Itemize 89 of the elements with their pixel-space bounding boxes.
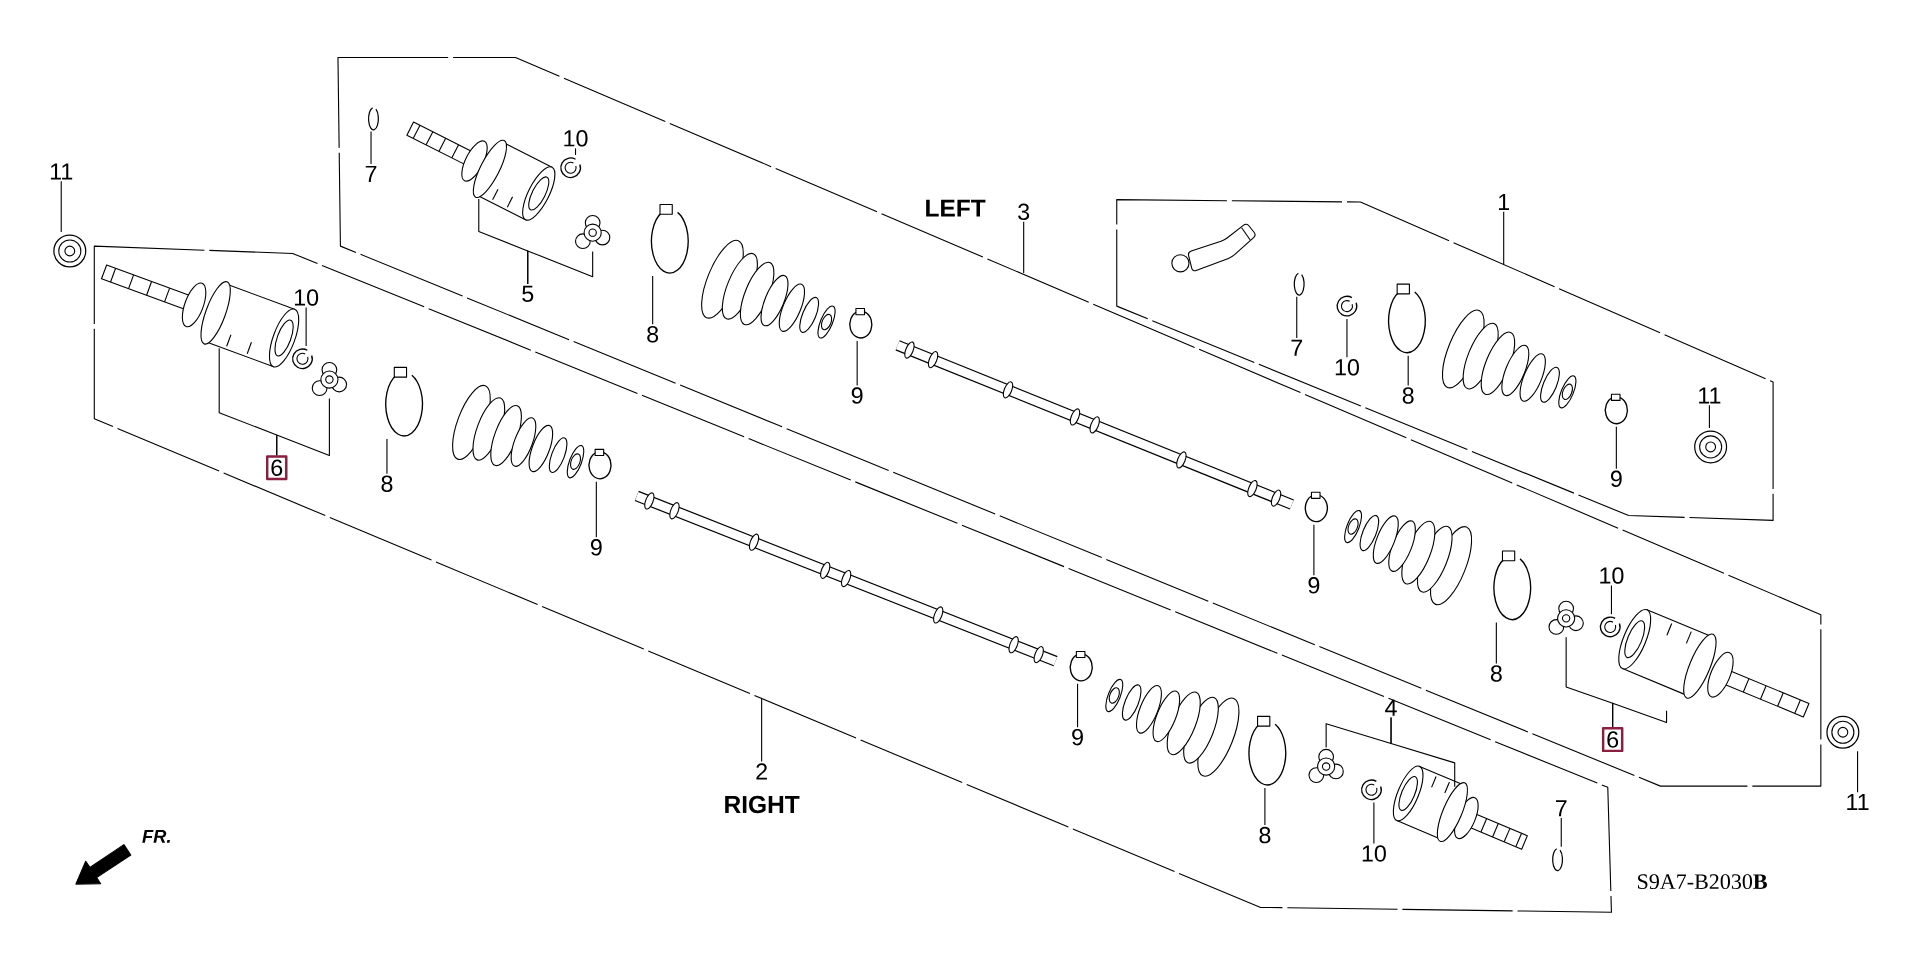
circlip (1552, 848, 1564, 872)
callout-number: 7 (1291, 339, 1303, 356)
callout-number: 8 (1402, 387, 1414, 404)
boot-band (1387, 283, 1426, 354)
leader-line (574, 147, 577, 156)
tripod-joint (311, 362, 348, 397)
boot-clip (1304, 491, 1329, 523)
callout-number: 3 (1018, 203, 1030, 221)
snap-ring (1360, 779, 1382, 801)
callout-number: 8 (381, 475, 393, 492)
boxed-callout-number: 6 (266, 455, 288, 481)
leader-line (276, 398, 330, 457)
boot-band (1493, 550, 1532, 621)
leader-line (1313, 524, 1315, 576)
assembly-outline (337, 57, 1822, 787)
callout-number: 11 (1847, 794, 1869, 811)
leader-line (1708, 404, 1710, 429)
leader-line (761, 698, 763, 763)
leader-line (1264, 787, 1266, 826)
leader-line (60, 180, 62, 233)
lock-nut (1694, 430, 1728, 464)
side-label: RIGHT (725, 795, 800, 814)
callout-number: 4 (1385, 699, 1397, 716)
boot-band (385, 366, 424, 437)
callout-number: 10 (564, 130, 588, 147)
circlip (1293, 272, 1305, 296)
leader-line (1023, 221, 1025, 274)
callout-number: 2 (756, 763, 767, 780)
lock-nut (53, 234, 87, 268)
leader-line (1612, 702, 1668, 728)
boot-band (650, 204, 689, 274)
leader-line (1495, 622, 1497, 665)
leader-line (1373, 802, 1375, 845)
side-label: LEFT (926, 199, 986, 217)
callout-number: 9 (1610, 470, 1622, 488)
callout-number: 8 (1490, 665, 1502, 682)
lock-nut (1826, 715, 1860, 749)
leader-line (370, 131, 372, 165)
callout-number: 1 (1499, 194, 1509, 211)
diagram-code: S9A7-B2030B (1638, 874, 1767, 890)
leader-line (856, 340, 858, 387)
callout-number: 5 (522, 285, 534, 303)
callout-number: 8 (1259, 826, 1271, 844)
leader-line (305, 307, 307, 347)
snap-ring (1336, 295, 1358, 317)
callout-number: 11 (1699, 387, 1721, 404)
boxed-callout-number: 6 (1601, 727, 1624, 753)
callout-number: 10 (1600, 567, 1624, 584)
leader-line (1610, 585, 1612, 615)
leader-line (386, 438, 388, 475)
leader-line (1560, 817, 1562, 848)
callout-number: 7 (365, 166, 377, 182)
callout-number: 11 (50, 163, 73, 180)
callout-number: 9 (851, 387, 863, 404)
leader-line (595, 481, 597, 538)
callout-number: 10 (294, 289, 319, 306)
leader-line (1390, 717, 1456, 788)
leader-line (1615, 426, 1617, 470)
callout-number: 7 (1555, 800, 1567, 817)
callout-number: 8 (647, 326, 659, 343)
circlip (367, 107, 379, 131)
leader-line (1503, 211, 1505, 266)
leader-line (1857, 750, 1859, 793)
tripod-joint (1308, 748, 1344, 784)
leader-line (527, 250, 594, 285)
callout-number: 10 (1362, 845, 1386, 862)
boot-band (1248, 715, 1287, 786)
snap-ring (1599, 616, 1621, 638)
cv-joint (406, 121, 556, 221)
callout-number: 10 (1335, 359, 1359, 376)
callout-number: 9 (1072, 729, 1083, 746)
leader-line (1407, 355, 1409, 387)
leader-line (1296, 296, 1298, 339)
snap-ring (560, 157, 582, 179)
leader-line (1346, 318, 1348, 358)
tripod-joint (1548, 600, 1584, 635)
boot-clip (849, 308, 873, 339)
cv-joint (1392, 765, 1528, 850)
snap-ring (292, 348, 313, 370)
tripod-joint (574, 215, 611, 250)
cv-joint (1618, 609, 1810, 718)
boot-clip (1604, 393, 1629, 425)
leader-line (652, 275, 654, 325)
boot-clip (1069, 651, 1093, 682)
callout-number: 9 (590, 539, 602, 556)
direction-label: FR. (142, 830, 170, 843)
leader-line (1077, 683, 1079, 728)
boot-clip (588, 448, 612, 480)
callout-number: 9 (1308, 577, 1320, 594)
